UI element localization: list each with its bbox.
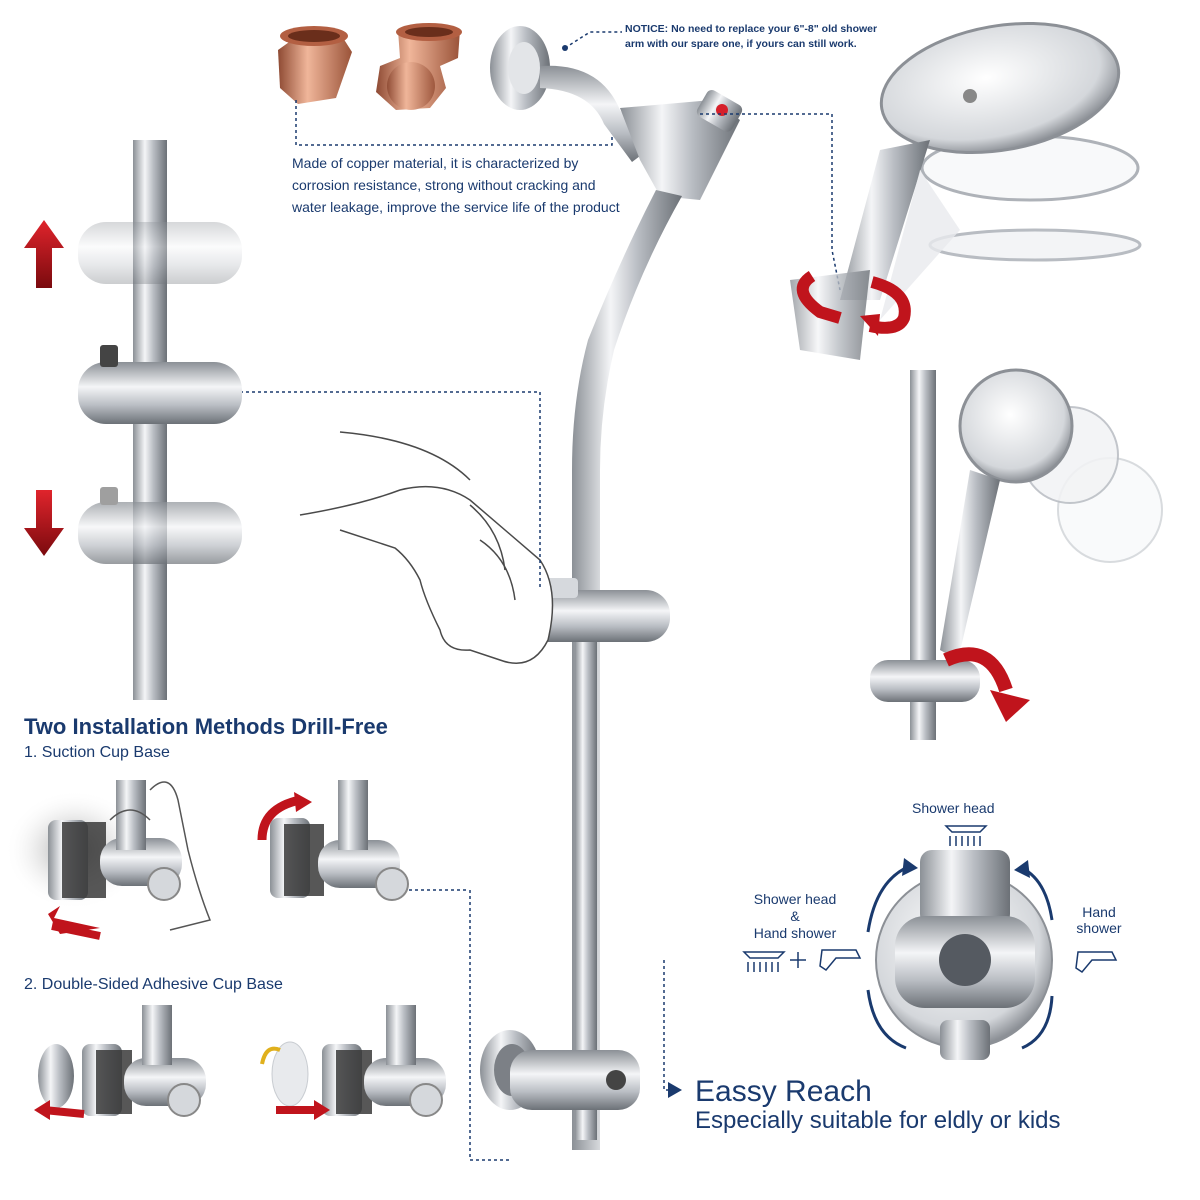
- diverter-right-line2: shower: [1076, 920, 1122, 936]
- diverter-left-line3: Hand shower: [753, 925, 837, 941]
- copper-fitting-icon: [278, 26, 352, 104]
- installation-title: Two Installation Methods Drill-Free: [24, 714, 388, 739]
- method-2-label: 2. Double-Sided Adhesive Cup Base: [24, 976, 283, 993]
- method-1-label: 1. Suction Cup Base: [24, 744, 170, 761]
- bottom-holder-icon: [480, 1030, 640, 1110]
- arrow-down-icon: [24, 490, 64, 556]
- copper-description: Made of copper material, it is character…: [292, 155, 620, 215]
- hand-icon: [109, 781, 212, 931]
- arrow-up-icon: [24, 220, 64, 288]
- rotate-arrow-icon: [943, 647, 1030, 722]
- diverter-right-line1: Hand: [1082, 904, 1116, 920]
- notice-text: NOTICE: No need to replace your 6"-8" ol…: [625, 23, 878, 50]
- slide-bar-icon: [572, 190, 682, 1150]
- suction-cup-icon: [270, 780, 409, 901]
- shower-arm-icon: [490, 26, 743, 200]
- diverter-top-label: Shower head: [912, 800, 995, 816]
- suction-cup-icon: [5, 780, 182, 910]
- diverter-right-label: Hand shower: [1068, 904, 1130, 936]
- diverter-valve-icon: [875, 850, 1053, 1060]
- handheld-shower-icon: [870, 368, 1163, 740]
- easy-reach-subtitle: Especially suitable for eldly or kids: [695, 1107, 1061, 1134]
- rotate-arrow-icon: [796, 270, 911, 336]
- copper-ball-fitting-icon: [376, 23, 462, 110]
- diverter-left-line1: Shower head: [753, 891, 837, 907]
- adhesive-cup-icon: [38, 1005, 206, 1117]
- diverter-left-label: Shower head & Hand shower: [740, 891, 850, 942]
- rain-shower-head-icon: [790, 21, 1142, 360]
- hand-icon: [299, 431, 554, 664]
- easy-reach-title: Eassy Reach: [695, 1075, 872, 1108]
- shower-head-glyph-icon: [742, 825, 1118, 973]
- adhesive-cup-icon: [260, 1005, 446, 1117]
- adjust-bar-icon: [78, 140, 242, 700]
- diverter-left-line2: &: [790, 908, 800, 924]
